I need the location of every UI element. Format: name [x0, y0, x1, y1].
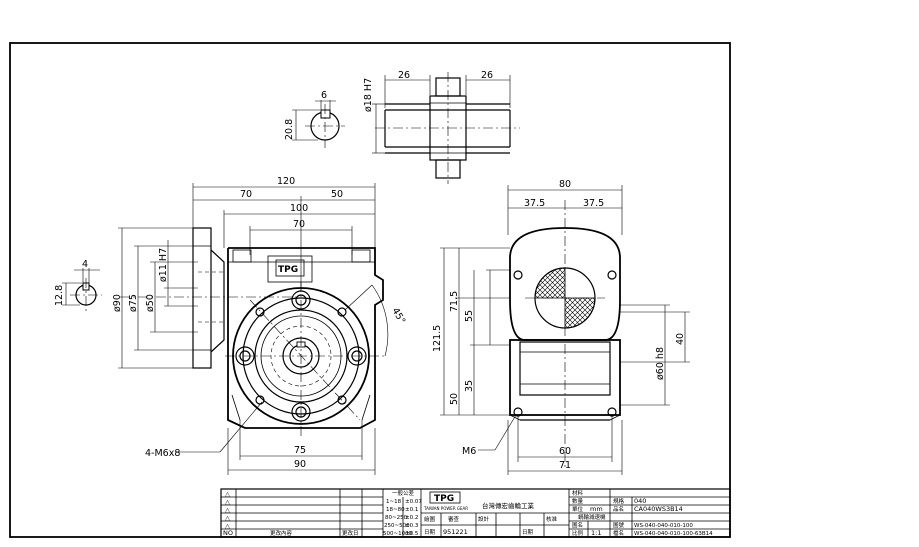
dia-11-label: ø11 H7 [158, 248, 169, 282]
key-height-label: 20.8 [284, 119, 295, 140]
side-71-label: 71 [559, 460, 571, 471]
coupling-section: 26 26 ø18 H7 [363, 70, 520, 184]
tol-value-4: ±0.3 [405, 523, 419, 529]
qty-label: 數量 [572, 497, 584, 505]
no-label: NO [223, 529, 233, 537]
tol-range-4: 250~500 [384, 523, 410, 529]
tolerance-title: 一般公差 [392, 489, 415, 497]
date-value: 951221 [443, 528, 468, 536]
check-label: 審查 [448, 515, 460, 523]
rev-symbol-5: △ [225, 522, 230, 530]
company-subtitle: TAIWAN POWER GEAR [423, 506, 468, 511]
rev-symbol-3: △ [225, 506, 230, 514]
side-121-5-label: 121.5 [432, 325, 443, 352]
side-35-label: 35 [464, 380, 475, 392]
title-label: 圖名 [572, 521, 583, 529]
small-key-detail: 4 12.8 [54, 259, 102, 312]
small-key-width-label: 4 [82, 259, 88, 270]
unit-value: mm [590, 505, 603, 513]
tol-range-2: 18~80 [386, 507, 405, 513]
scale-label: 比例 [572, 529, 584, 537]
tol-value-1: ±0.07 [405, 499, 422, 505]
date-label-2: 日期 [522, 529, 534, 536]
coupling-left-label: 26 [398, 70, 410, 81]
part-label: 品名 [613, 505, 624, 513]
drawing-no-value: WS-040-040-010-100 [634, 523, 693, 529]
tol-value-3: ±0.2 [405, 515, 418, 521]
side-37-5-right-label: 37.5 [583, 198, 604, 209]
change-date-label: 更改日 [342, 529, 359, 537]
file-label: 檔名 [613, 529, 624, 537]
side-37-5-left-label: 37.5 [524, 198, 545, 209]
part-value: CA040WS3B14 [634, 505, 683, 513]
material-label: 材料 [572, 489, 584, 497]
dim-70-inner-label: 70 [293, 219, 305, 230]
unit-label: 單位 [572, 505, 584, 513]
tol-value-2: ±0.1 [405, 507, 418, 513]
date-label: 日期 [424, 529, 436, 536]
change-content-label: 更改內容 [270, 529, 293, 537]
small-key-height-label: 12.8 [54, 285, 65, 306]
side-40-label: 40 [675, 333, 686, 345]
front-view: 120 70 50 100 70 ø90 ø75 ø50 ø11 H7 [112, 176, 407, 475]
dia-90-label: ø90 [112, 294, 123, 312]
design-label: 設計 [478, 515, 490, 523]
dia-50-label: ø50 [145, 294, 156, 312]
side-55-label: 55 [464, 310, 475, 322]
scale-value: 1:1 [591, 529, 601, 537]
tol-value-5: ±0.5 [405, 531, 419, 537]
size-value: 040 [634, 497, 646, 505]
company-logo: TPG [434, 494, 454, 504]
dia-75-label: ø75 [128, 294, 139, 312]
rev-symbol-2: △ [225, 498, 230, 506]
shaft-key-detail: 6 20.8 [284, 90, 345, 148]
tol-range-1: 1~18 [386, 499, 402, 505]
size-label: 規格 [613, 497, 625, 505]
housing-logo: TPG [278, 265, 298, 275]
dim-120-label: 120 [277, 176, 295, 187]
shaft-dia-label: ø18 H7 [363, 78, 374, 112]
side-60-label: 60 [559, 446, 571, 457]
tol-range-5: 500~1000 [383, 531, 413, 537]
side-m6-label: M6 [462, 446, 476, 457]
company-name: 台灣傳宏齒輪工業 [482, 501, 535, 510]
side-80-label: 80 [559, 179, 571, 190]
tol-range-3: 80~250 [385, 515, 408, 521]
coupling-right-label: 26 [481, 70, 493, 81]
side-view: 80 37.5 37.5 [432, 179, 690, 475]
file-value: WS-040-040-010-100-63B14 [634, 531, 713, 537]
angle-45-label: 45° [389, 306, 407, 326]
dim-70-left-label: 70 [240, 189, 252, 200]
holes-label: 4-M6x8 [145, 448, 180, 459]
drawn-label: 繪圖 [424, 515, 436, 523]
title-block: △ △ △ △ △ NO 更改內容 更改日 一般公差 1~18 ±0.07 18… [220, 488, 731, 538]
side-71-5-label: 71.5 [449, 291, 460, 312]
key-width-label: 6 [321, 90, 327, 101]
rev-symbol-1: △ [225, 490, 230, 498]
bottom-90-label: 90 [294, 459, 306, 470]
product-name: 蝸輪減速機 [578, 513, 606, 521]
side-60-dia-label: ø60 h8 [655, 347, 666, 380]
dim-100-label: 100 [290, 203, 308, 214]
rev-symbol-4: △ [225, 514, 230, 522]
side-50-label: 50 [449, 393, 460, 405]
drawing-no-label: 圖號 [613, 521, 625, 529]
dim-50-label: 50 [331, 189, 343, 200]
bottom-75-label: 75 [294, 445, 306, 456]
approve-label: 核准 [546, 515, 558, 523]
